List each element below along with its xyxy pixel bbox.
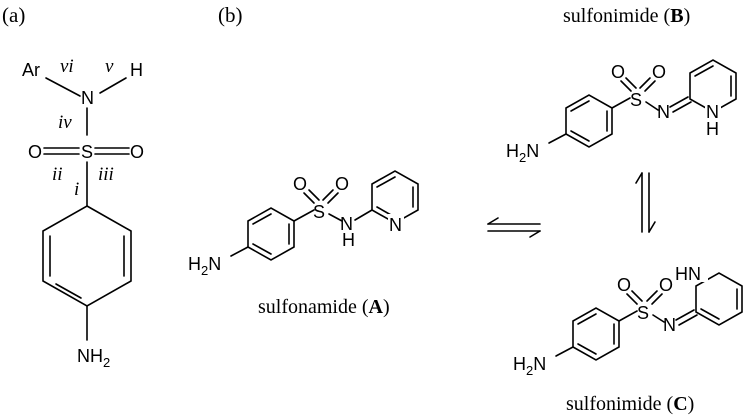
benzene-ring-a xyxy=(42,205,132,307)
c-pyridine xyxy=(695,272,743,326)
c-atom-h2n: H2N xyxy=(513,354,546,378)
panel-b-label: (b) xyxy=(218,3,243,27)
atom-n: N xyxy=(81,88,94,108)
b-atom-o2: O xyxy=(652,62,666,82)
b-bond-n-c2-b xyxy=(672,101,692,113)
eq-h-bottom-head xyxy=(529,230,541,238)
a-pyr-db-1 xyxy=(376,176,396,188)
b-benzene xyxy=(565,94,613,148)
structure-sulfonamide-a: H2N S O O N H N sulfonamide (A) xyxy=(188,170,419,318)
c-bond-c-s xyxy=(618,310,638,322)
b-bond-so1-b xyxy=(625,77,637,89)
bond-label-i: i xyxy=(74,179,79,200)
a-bond-so1-b xyxy=(308,189,320,201)
c-ring-db-1 xyxy=(577,313,597,325)
caption-c: sulfonimide (C) xyxy=(566,393,694,415)
b-pyr-n-mask xyxy=(705,103,721,123)
structure-sulfonimide-c: H2N S O O N HN sulfonimide (C) xyxy=(513,262,743,415)
a-pyr-db-3 xyxy=(376,206,392,216)
b-pyr-atom-h: H xyxy=(706,119,719,139)
atom-o-right: O xyxy=(130,142,144,162)
panel-a-label: (a) xyxy=(2,3,25,27)
c-bond-n-c2-a xyxy=(675,309,695,321)
a-bond-so1-a xyxy=(303,192,315,204)
c-bond-so1-a xyxy=(626,293,638,305)
c-bond-so1-b xyxy=(631,290,643,302)
a-bond-n-c xyxy=(230,246,249,257)
bond-label-iv: iv xyxy=(58,112,72,133)
b-atom-h2n: H2N xyxy=(506,141,539,165)
a-ring-db-3 xyxy=(252,243,272,255)
c-pyr-atom-hn: HN xyxy=(675,264,701,284)
bond-label-iii: iii xyxy=(98,164,114,185)
b-bond-n-c2-a xyxy=(669,96,689,108)
b-pyr-atom-n: N xyxy=(706,102,719,122)
atom-o-left: O xyxy=(28,142,42,162)
ring-a-double-3 xyxy=(55,283,82,299)
b-bond-c-s xyxy=(611,97,631,109)
c-atom-n: N xyxy=(663,315,676,335)
a-atom-o1: O xyxy=(293,174,307,194)
eq-v-right-head xyxy=(648,221,656,233)
a-atom-o2: O xyxy=(335,174,349,194)
caption-b: sulfonimide (B) xyxy=(563,5,690,27)
b-bond-s-n xyxy=(645,101,659,111)
bond-n-h xyxy=(99,77,127,94)
b-atom-s: S xyxy=(630,90,642,110)
a-pyr-atom-n: N xyxy=(389,215,402,235)
b-ring-db-3 xyxy=(570,130,590,142)
structure-sulfonimide-b: sulfonimide (B) H2N S O O N N H xyxy=(506,5,737,165)
a-bond-s-n xyxy=(328,213,343,222)
c-atom-o2: O xyxy=(659,275,673,295)
c-ring-db-3 xyxy=(577,343,597,355)
a-ring-db-1 xyxy=(252,213,272,225)
b-pyr-db-1 xyxy=(694,65,714,77)
c-pyr-hn-mask xyxy=(674,262,708,282)
c-bond-s-n xyxy=(652,314,665,323)
a-bond-so2-b xyxy=(322,189,334,201)
c-bond-so2-a xyxy=(651,293,663,305)
bond-ar-n xyxy=(45,77,81,97)
a-atom-h2n: H2N xyxy=(188,254,221,278)
bond-label-ii: ii xyxy=(52,164,63,185)
a-pyr-n-mask xyxy=(388,214,404,232)
atom-h: H xyxy=(130,60,143,80)
b-ring-db-1 xyxy=(570,100,590,112)
b-bond-so1-a xyxy=(620,80,632,92)
caption-a: sulfonamide (A) xyxy=(258,296,390,318)
bond-label-v: v xyxy=(105,56,114,77)
a-atom-n: N xyxy=(340,214,353,234)
eq-v-left-head xyxy=(635,172,643,184)
a-bond-c-s xyxy=(293,209,315,222)
b-atom-n: N xyxy=(657,102,670,122)
c-atom-o1: O xyxy=(617,275,631,295)
atom-nh2: NH2 xyxy=(77,346,110,370)
b-bond-so2-a xyxy=(644,80,656,92)
equilibrium-arrow-horizontal xyxy=(487,217,541,238)
eq-h-top-head xyxy=(487,217,499,225)
atom-s: S xyxy=(81,142,93,162)
atom-ar: Ar xyxy=(22,60,40,80)
a-bond-so2-a xyxy=(327,192,339,204)
b-atom-o1: O xyxy=(611,62,625,82)
equilibrium-arrow-vertical xyxy=(635,172,656,233)
c-bond-so2-b xyxy=(646,290,658,302)
c-atom-s: S xyxy=(637,303,649,323)
panel-a: (a) Ar H vi v N iv O S O ii iii i NH2 xyxy=(2,3,144,370)
b-bond-so2-b xyxy=(639,77,651,89)
c-pyr-db-2 xyxy=(700,308,720,320)
c-bond-n-c xyxy=(555,346,574,357)
b-bond-n-c xyxy=(548,133,567,144)
a-atom-nh-h: H xyxy=(342,230,355,250)
a-atom-s: S xyxy=(313,202,325,222)
c-bond-n-c2-b xyxy=(678,314,698,326)
a-bond-n-c2 xyxy=(354,209,373,221)
bond-label-vi: vi xyxy=(60,56,74,77)
a-benzene xyxy=(247,207,295,261)
c-benzene xyxy=(572,307,620,361)
